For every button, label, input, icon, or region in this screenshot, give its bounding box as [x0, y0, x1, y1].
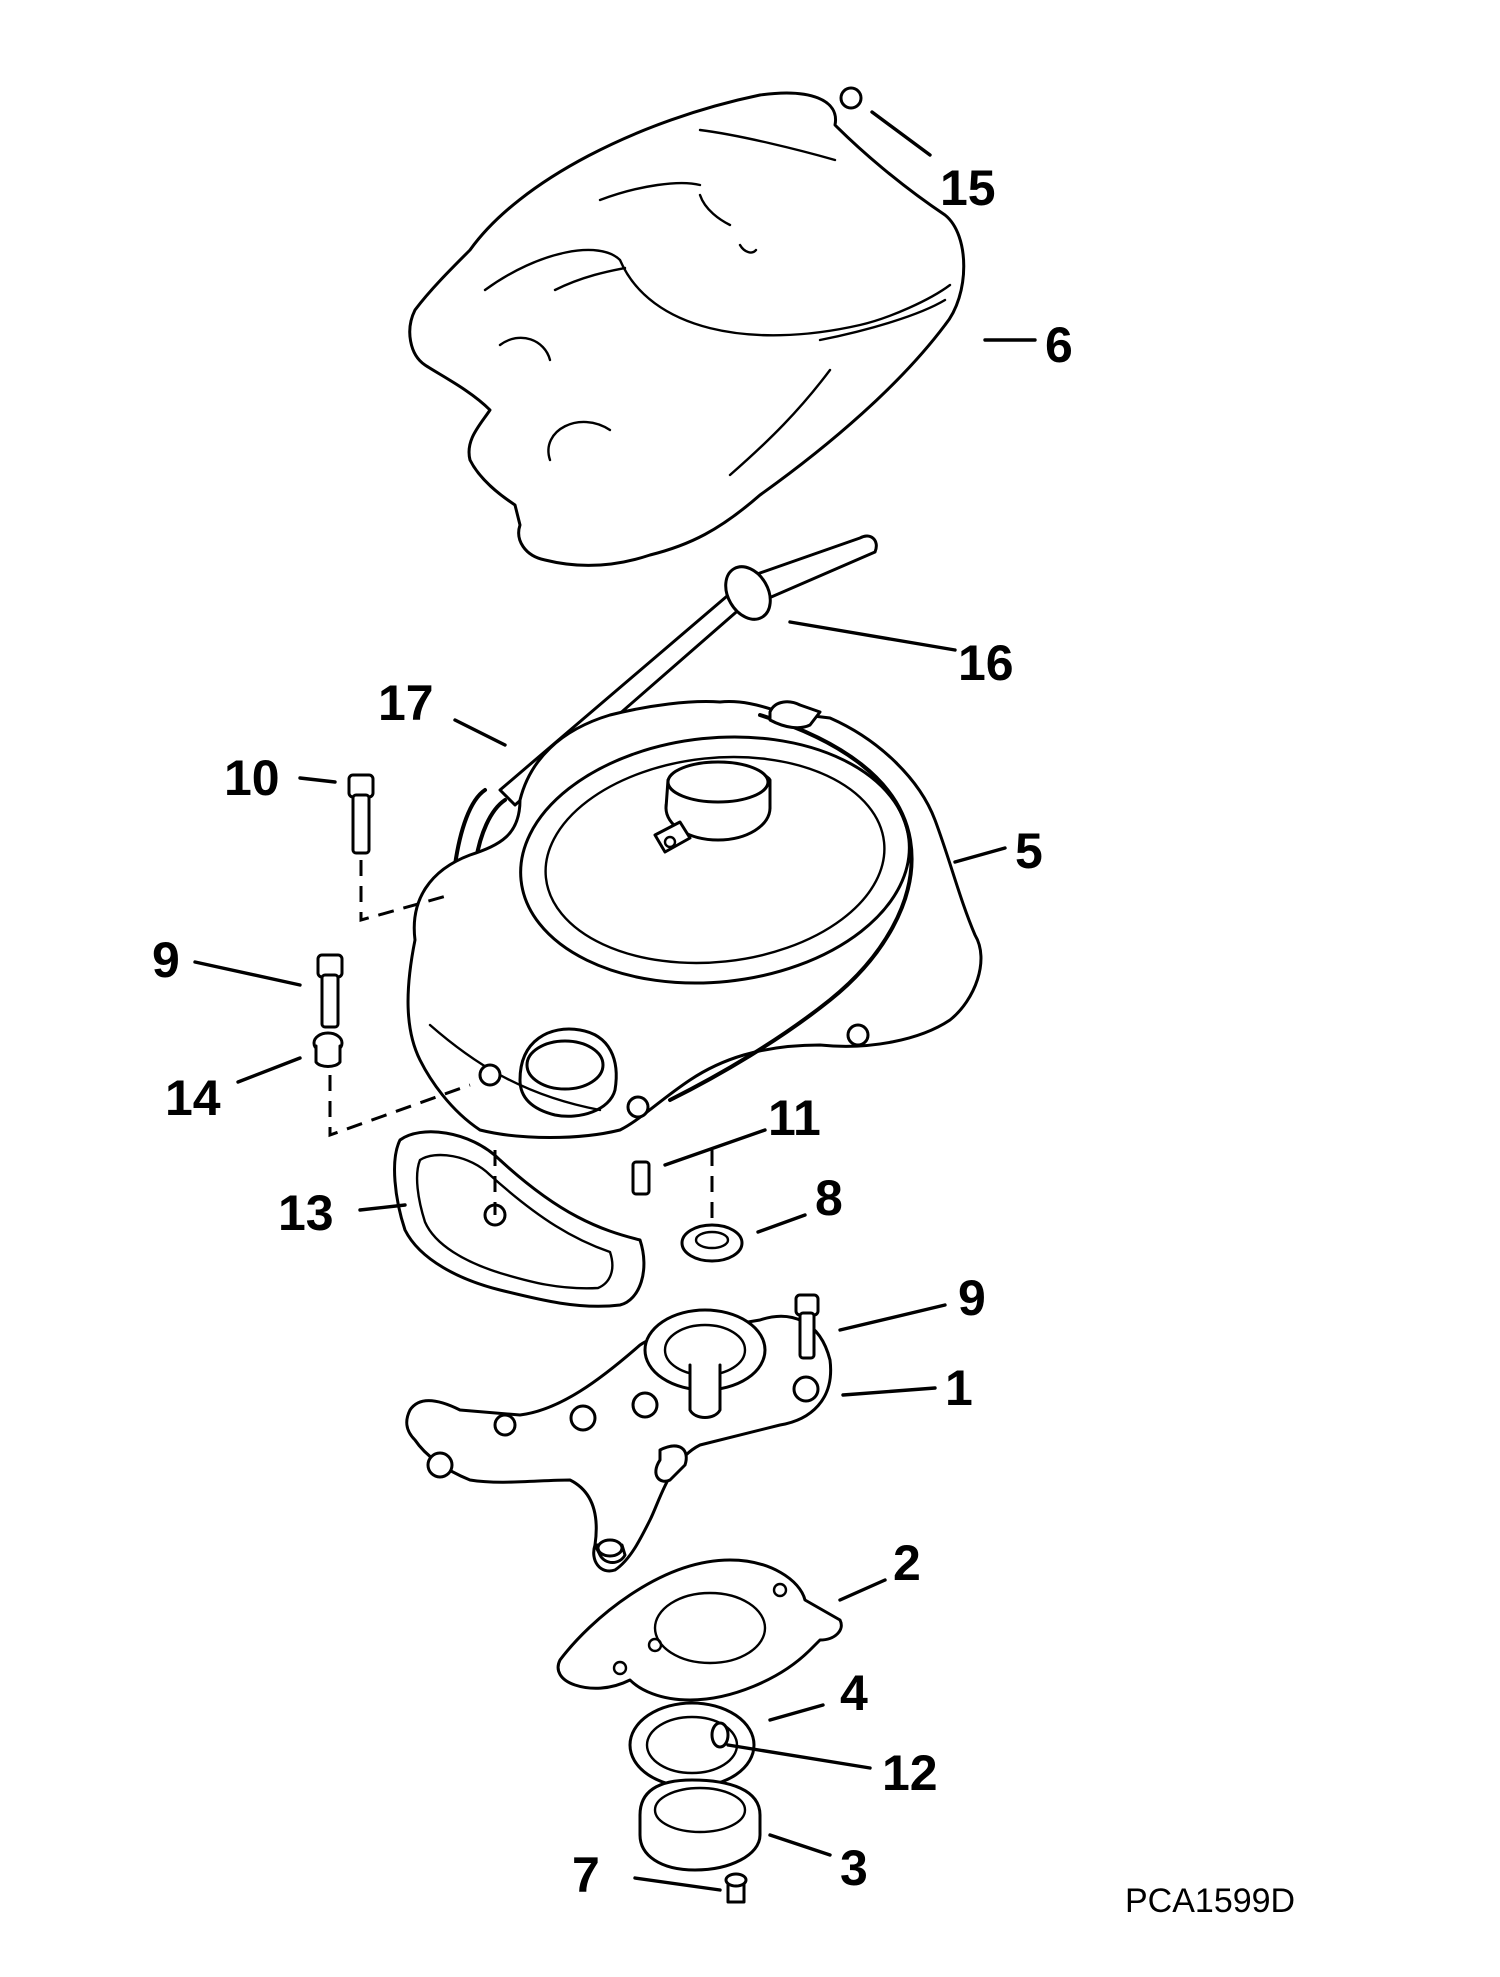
- drawing-code: PCA1599D: [1125, 1882, 1295, 1920]
- gasket: [393, 1130, 646, 1308]
- plate-gasket: [556, 1558, 843, 1702]
- callout-4: 4: [840, 1665, 868, 1721]
- callout-11: 11: [768, 1090, 821, 1146]
- starter-cover: [408, 86, 966, 567]
- callout-5: 5: [1015, 823, 1043, 879]
- callout-8: 8: [815, 1170, 843, 1226]
- callout-17: 17: [378, 675, 434, 731]
- screw-11: [631, 1160, 651, 1196]
- leader-lines: [193, 110, 1037, 1892]
- retainer-assembly: [628, 1701, 762, 1904]
- callout-9-upper: 9: [152, 932, 180, 988]
- callout-16: 16: [958, 635, 1014, 691]
- bolt-9-upper: [316, 953, 344, 1029]
- callout-3: 3: [840, 1840, 868, 1896]
- washer-14: [312, 1031, 344, 1068]
- callout-2: 2: [893, 1535, 921, 1591]
- callout-labels: 15 6 16 17 10 5 9 14 11 13 8 9 1 2 4 12 …: [152, 160, 1073, 1903]
- washer-8: [680, 1223, 744, 1263]
- starter-housing: [406, 700, 983, 1139]
- callout-12: 12: [882, 1745, 938, 1801]
- callout-6: 6: [1045, 317, 1073, 373]
- mounting-bracket: [405, 1308, 833, 1573]
- callout-14: 14: [165, 1070, 221, 1126]
- callout-7: 7: [572, 1847, 600, 1903]
- callout-10: 10: [224, 750, 280, 806]
- alignment-lines: [328, 860, 714, 1220]
- bolt-9-lower: [794, 1293, 820, 1360]
- callout-1: 1: [945, 1360, 973, 1416]
- bolt-10: [347, 773, 375, 855]
- callout-13: 13: [278, 1185, 334, 1241]
- callout-15: 15: [940, 160, 996, 216]
- callout-9-lower: 9: [958, 1270, 986, 1326]
